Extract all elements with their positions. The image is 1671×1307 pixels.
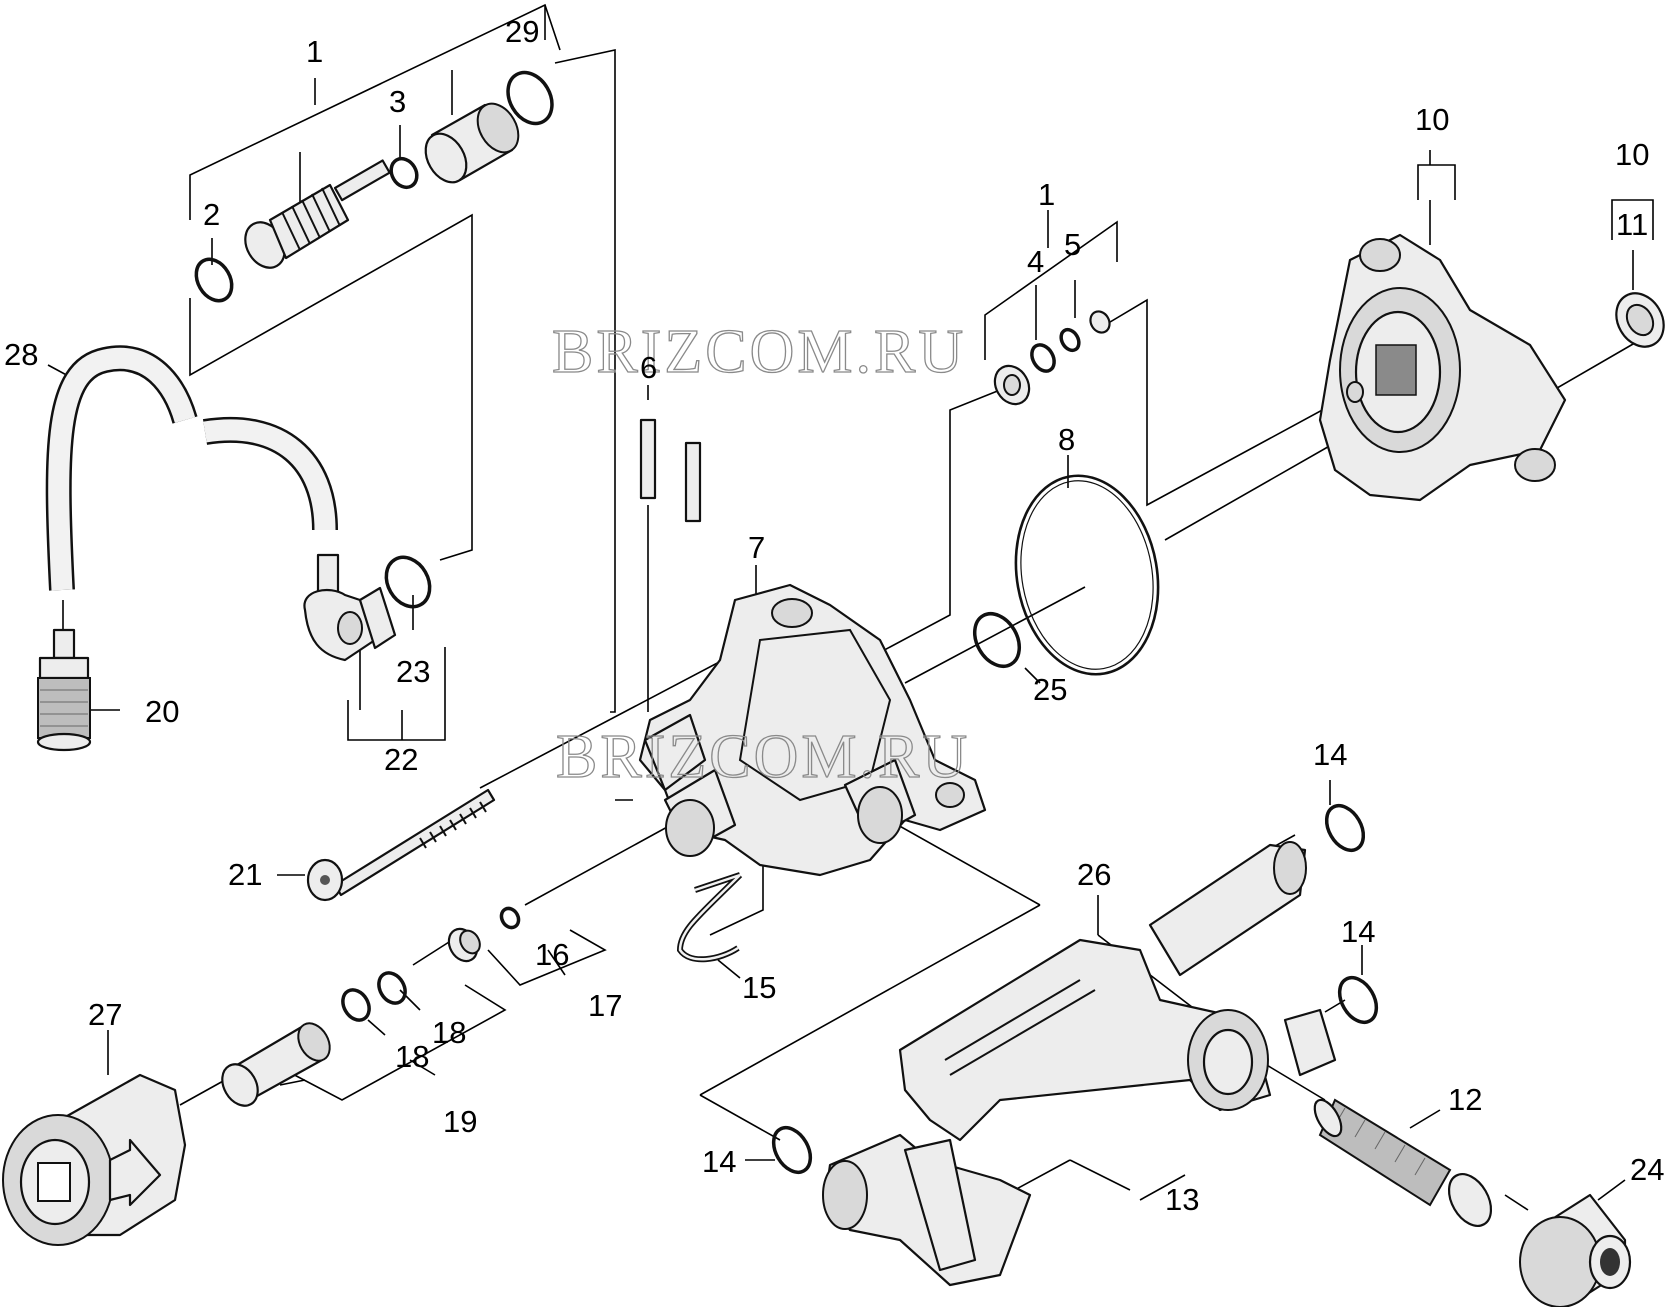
callout-7: 7 [748, 530, 765, 565]
callout-21: 21 [228, 857, 262, 892]
callout-10-right: 10 [1615, 137, 1649, 172]
part-29-o-ring [506, 70, 554, 126]
part-2-o-ring [194, 257, 234, 303]
watermark-middle: BRIZCOM.RU [556, 723, 970, 791]
callout-4: 4 [1027, 244, 1044, 279]
part-14-washer-c [771, 1125, 813, 1175]
part-13-inlet-coupling [822, 1133, 1032, 1287]
part-18-o-ring-a [341, 988, 371, 1022]
callout-12: 12 [1448, 1082, 1482, 1117]
callout-numbers: 1 29 3 2 28 20 23 22 6 7 1 4 5 8 25 10 1… [4, 14, 1664, 1217]
callout-20: 20 [145, 694, 179, 729]
callout-19: 19 [443, 1104, 477, 1139]
part-28-suction-hose [45, 345, 338, 591]
callout-18-lower: 18 [395, 1039, 429, 1074]
part-11-seal [1615, 292, 1665, 348]
part-23-o-ring [384, 555, 432, 609]
part-10-cylinder-head [1318, 233, 1567, 502]
part-1-valve-stem [244, 159, 391, 269]
part-14-washer-a [1324, 803, 1366, 853]
part-24-hose-connector [1519, 1193, 1632, 1307]
part-1-valve-sleeve [424, 102, 520, 184]
callout-27: 27 [88, 997, 122, 1032]
part-7-pump-head [638, 583, 987, 877]
part-18-o-ring-b [377, 971, 407, 1005]
callout-14-top: 14 [1313, 737, 1347, 772]
callout-14-middle: 14 [1341, 914, 1375, 949]
callout-1-right: 1 [1038, 177, 1055, 212]
callout-14-bottom: 14 [702, 1144, 736, 1179]
part-16-o-ring [499, 906, 521, 930]
callout-2: 2 [203, 197, 220, 232]
part-17-valve-insert [447, 927, 481, 963]
part-19-valve-insert [221, 1022, 331, 1107]
part-3-o-ring [389, 156, 419, 190]
callout-11: 11 [1616, 207, 1648, 242]
part-22-pressure-valve [303, 553, 397, 662]
callout-28: 28 [4, 337, 38, 372]
callout-24: 24 [1630, 1152, 1664, 1187]
part-12-fine-filter [1313, 1098, 1493, 1227]
part-5-o-ring [1059, 327, 1081, 353]
callout-1-left: 1 [306, 34, 323, 69]
part-1-valve-right [993, 364, 1031, 406]
callout-23: 23 [396, 654, 430, 689]
part-4-o-ring [1030, 343, 1056, 373]
callout-17: 17 [588, 988, 622, 1023]
part-21-bolt [306, 788, 496, 902]
part-27-quick-coupling [2, 1073, 187, 1246]
callout-10-top: 10 [1415, 102, 1449, 137]
part-26-outlet-manifold [898, 841, 1337, 1142]
callout-29: 29 [505, 14, 539, 49]
callout-16: 16 [535, 937, 569, 972]
part-14-washer-b [1337, 975, 1379, 1025]
callout-22: 22 [384, 742, 418, 777]
callout-13: 13 [1165, 1182, 1199, 1217]
part-6-pins [639, 418, 702, 523]
callout-25: 25 [1033, 672, 1067, 707]
callout-15: 15 [742, 970, 776, 1005]
callout-26: 26 [1077, 857, 1111, 892]
callout-5: 5 [1064, 227, 1081, 262]
callout-18-upper: 18 [432, 1015, 466, 1050]
part-20-suction-filter [36, 628, 92, 752]
part-1-valve-cap [1089, 310, 1111, 334]
callout-3: 3 [389, 84, 406, 119]
part-25-o-ring [972, 612, 1022, 668]
part-15-clip [676, 872, 743, 963]
part-8-o-ring [1014, 474, 1160, 676]
callout-6: 6 [640, 350, 657, 385]
watermark-top: BRIZCOM.RU [552, 318, 966, 386]
callout-8: 8 [1058, 422, 1075, 457]
